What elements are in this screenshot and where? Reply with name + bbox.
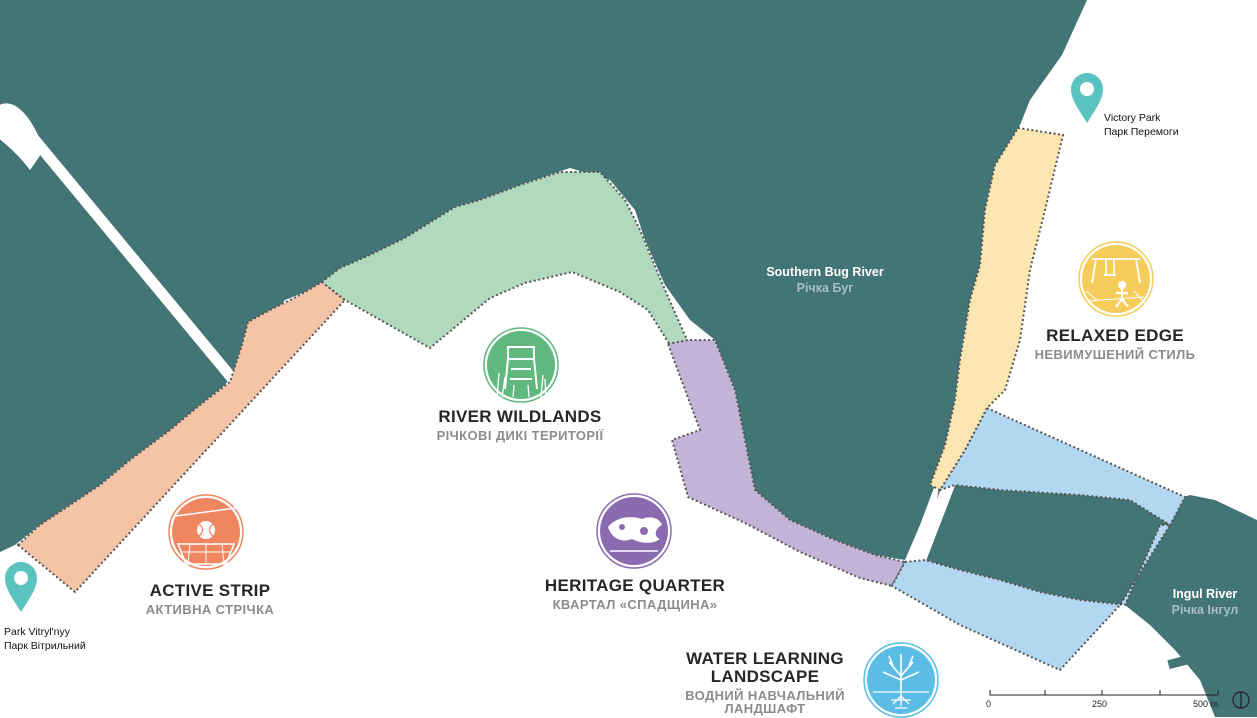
heritage-ship-icon[interactable]: [596, 493, 672, 569]
park-label-victory: Victory Park Парк Перемоги: [1104, 112, 1179, 139]
zone-label-heritage-quarter: HERITAGE QUARTER КВАРТАЛ «СПАДЩИНА»: [544, 576, 726, 612]
zone-water-learning-landscape[interactable]: [890, 406, 1187, 672]
bridge: [914, 479, 956, 563]
scale-bar: [989, 690, 1219, 696]
zone-label-river-wildlands: RIVER WILDLANDS РІЧКОВІ ДИКІ ТЕРИТОРІЇ: [436, 407, 604, 443]
southern-bug-river-water: [0, 0, 1087, 560]
tennis-ball-sports-court-icon[interactable]: [168, 494, 244, 570]
ingul-river-water: [925, 483, 1257, 717]
scale-label-0: 0: [986, 699, 992, 709]
zone-label-relaxed-edge: RELAXED EDGE НЕВИМУШЕНИЙ СТИЛЬ: [1034, 326, 1196, 362]
zone-river-wildlands[interactable]: [320, 171, 690, 350]
pier: [1167, 650, 1211, 669]
zone-label-active-strip: ACTIVE STRIP АКТИВНА СТРІЧКА: [145, 581, 275, 617]
river-label-southern-bug: Southern Bug River Річка Буг: [766, 265, 884, 296]
north-arrow-icon: [1232, 691, 1250, 709]
tree-roots-water-icon[interactable]: [863, 642, 939, 718]
scale-label-250: 250: [1092, 699, 1108, 709]
watchtower-reeds-icon[interactable]: [483, 327, 559, 403]
location-pin-icon: [1071, 73, 1103, 123]
causeway-end: [0, 103, 44, 170]
location-pin-icon: [5, 562, 37, 612]
scale-label-500: 500 m: [1193, 699, 1219, 709]
swing-playground-icon[interactable]: [1078, 241, 1154, 317]
zone-heritage-quarter[interactable]: [666, 339, 907, 588]
zone-label-water-learning-landscape: WATER LEARNING LANDSCAPE ВОДНИЙ НАВЧАЛЬН…: [685, 649, 845, 717]
zone-relaxed-edge[interactable]: [928, 126, 1065, 492]
river-label-ingul: Ingul River Річка Інгул: [1171, 587, 1239, 618]
park-label-vitryl: Park Vitryl'nyy Парк Вітрильний: [4, 626, 86, 653]
causeway: [5, 106, 241, 387]
